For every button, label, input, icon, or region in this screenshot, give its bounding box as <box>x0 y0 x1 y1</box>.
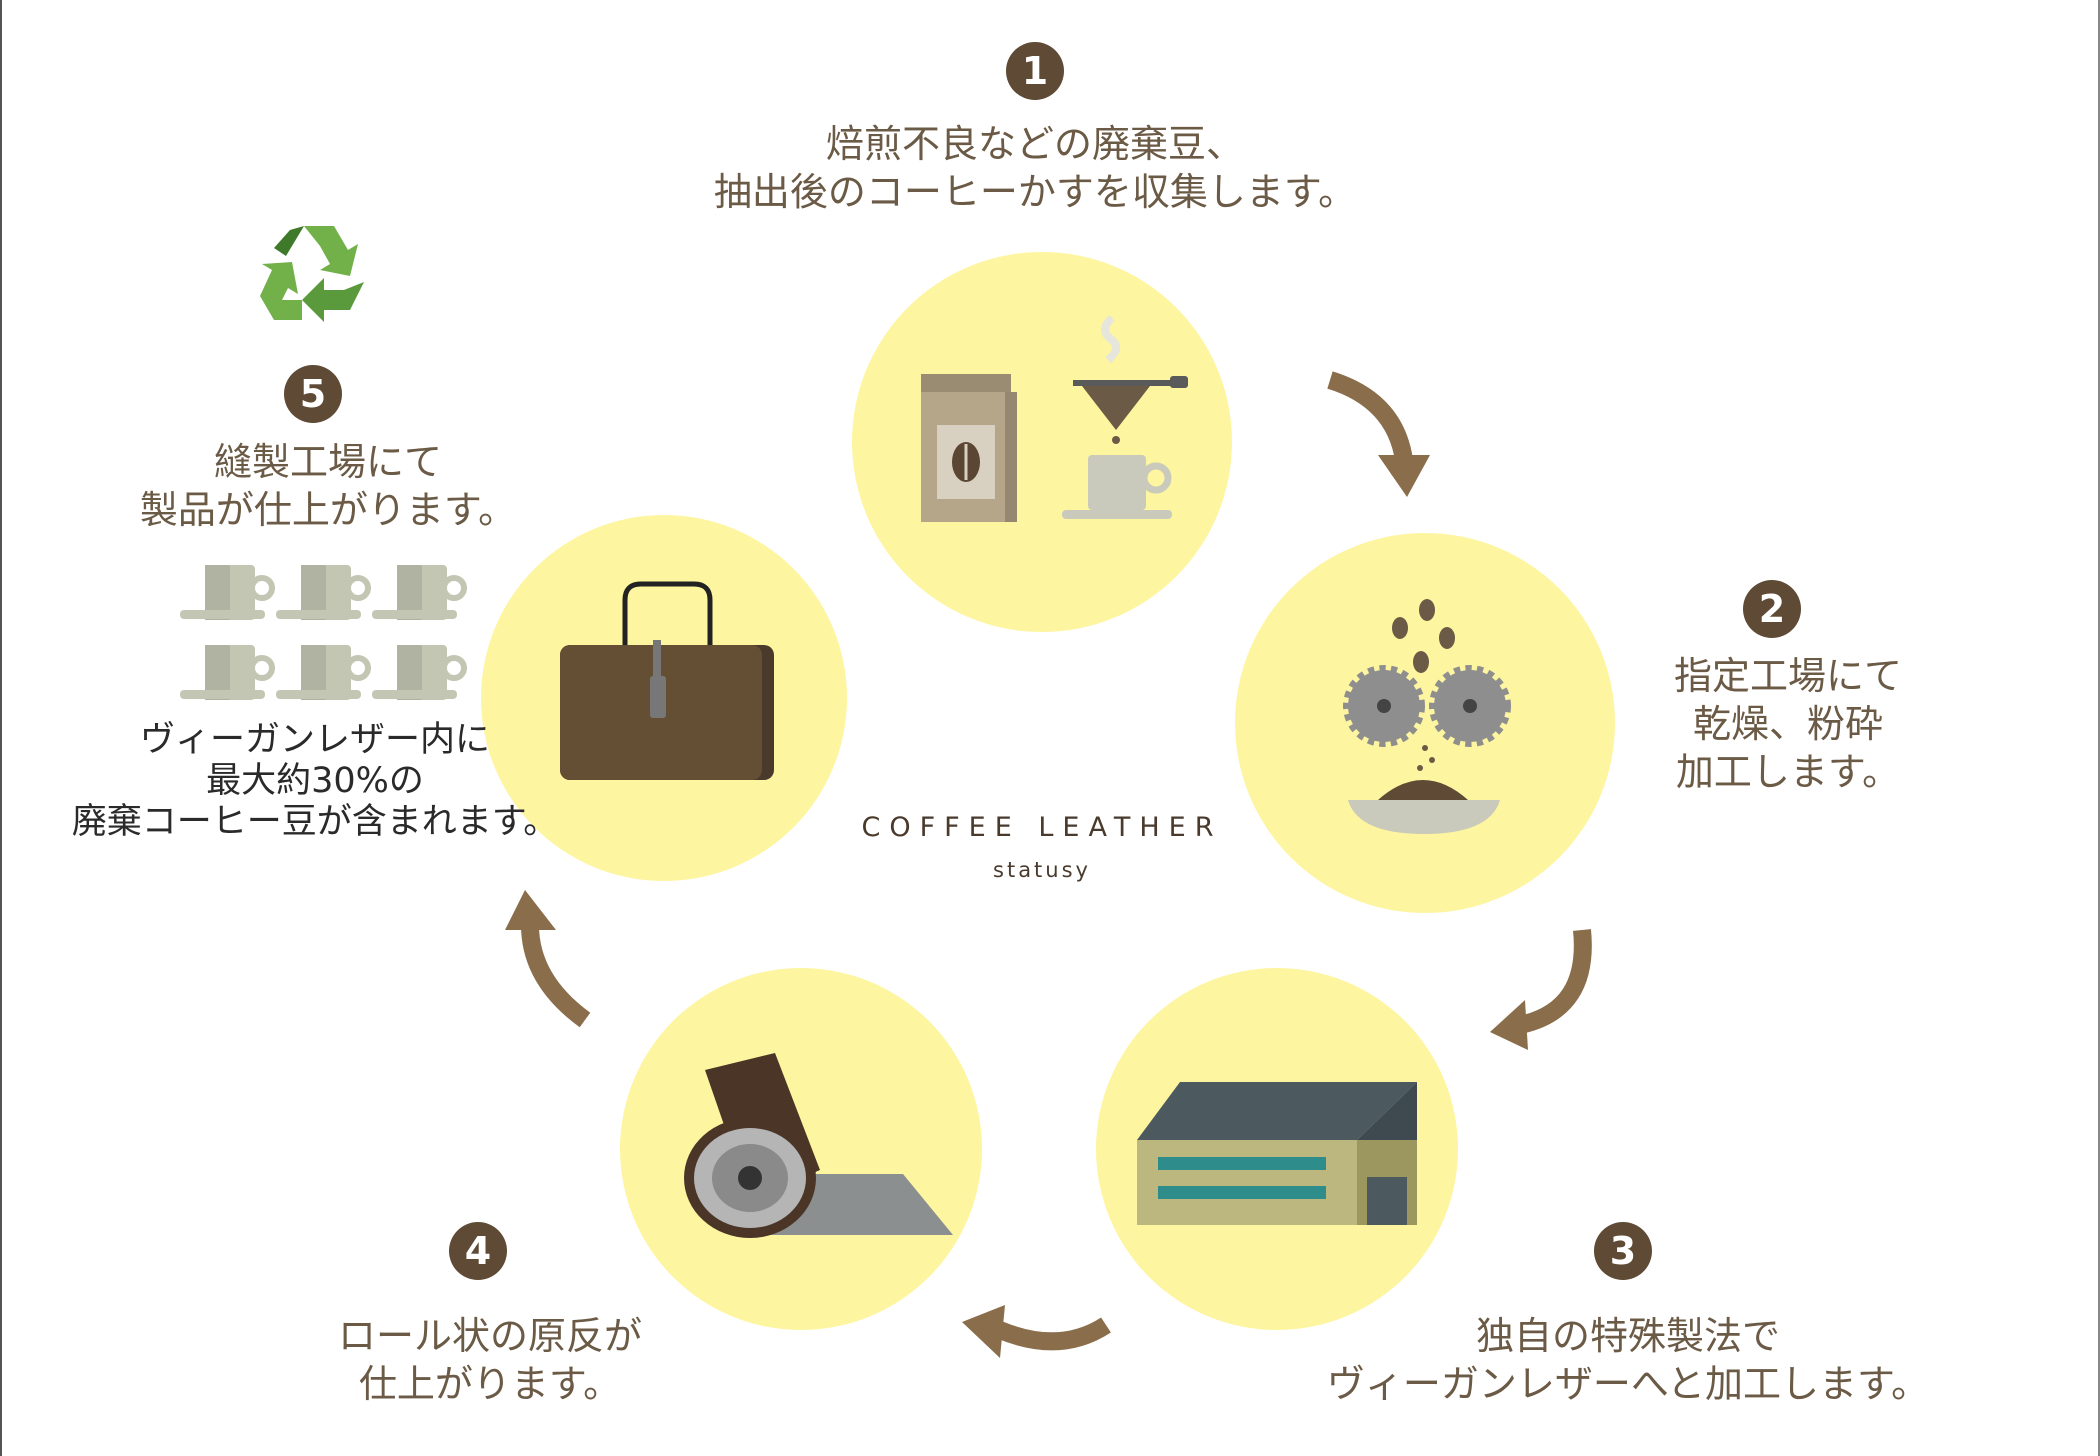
coffee-cup-icon <box>1062 455 1172 519</box>
factory-icon <box>1137 1082 1417 1225</box>
text-line: ヴィーガンレザーへと加工します。 <box>1326 1362 1930 1406</box>
text-line: 指定工場にて <box>1673 654 1903 698</box>
step4-text: ロール状の原反が 仕上がります。 <box>338 1312 642 1408</box>
cup-icon <box>180 645 275 700</box>
text-line: 廃棄コーヒー豆が含まれます。 <box>71 802 559 842</box>
step5-badge: 5 <box>284 365 342 423</box>
text-line: 乾燥、粉砕 <box>1692 702 1884 746</box>
cup-icon <box>276 645 371 700</box>
step4-badge: 4 <box>449 1222 507 1280</box>
step1-circle <box>852 252 1232 632</box>
leather-roll-icon <box>684 1053 953 1238</box>
text-line: 抽出後のコーヒーかすを収集します。 <box>713 170 1357 214</box>
text-line: 最大約30%の <box>206 761 424 801</box>
step3-text: 独自の特殊製法で ヴィーガンレザーへと加工します。 <box>1327 1312 1929 1408</box>
step3-badge: 3 <box>1594 1222 1652 1280</box>
cup-icon <box>276 565 371 620</box>
handbag-icon <box>560 581 774 780</box>
step2-circle <box>1235 533 1615 913</box>
text-line: 製品が仕上がります。 <box>139 488 517 532</box>
text-line: ヴィーガンレザー内に <box>139 720 491 760</box>
brand-logo-title: COFFEE LEATHER <box>861 812 1223 843</box>
coffee-content-note: ヴィーガンレザー内に 最大約30%の 廃棄コーヒー豆が含まれます。 <box>72 720 559 843</box>
drip-filter-icon <box>1073 314 1188 444</box>
text-line: 縫製工場にて <box>213 440 443 484</box>
text-line: 仕上がります。 <box>358 1362 622 1406</box>
arrow-1-to-2 <box>1327 371 1430 497</box>
step5-text: 縫製工場にて 製品が仕上がります。 <box>140 438 516 534</box>
cups-grid <box>180 565 467 700</box>
step1-badge: 1 <box>1006 42 1064 100</box>
cup-icon <box>180 565 275 620</box>
coffee-bag-icon <box>921 374 1017 522</box>
text-line: 焙煎不良などの廃棄豆、 <box>825 122 1245 166</box>
text-line: 独自の特殊製法で <box>1475 1314 1780 1358</box>
arrow-3-to-4 <box>962 1305 1111 1358</box>
step1-text: 焙煎不良などの廃棄豆、 抽出後のコーヒーかすを収集します。 <box>714 120 1356 216</box>
text-line: ロール状の原反が <box>337 1314 643 1358</box>
arrow-4-to-5 <box>505 890 591 1028</box>
brand-logo-sub: statusy <box>993 858 1091 882</box>
cup-icon <box>372 565 467 620</box>
step2-text: 指定工場にて 乾燥、粉砕 加工します。 <box>1674 652 1902 796</box>
recycle-icon <box>260 226 364 322</box>
grinder-gears-icon <box>1343 599 1511 834</box>
step2-badge: 2 <box>1743 580 1801 638</box>
text-line: 加工します。 <box>1675 750 1901 794</box>
arrow-2-to-3 <box>1490 929 1592 1050</box>
cup-icon <box>372 645 467 700</box>
